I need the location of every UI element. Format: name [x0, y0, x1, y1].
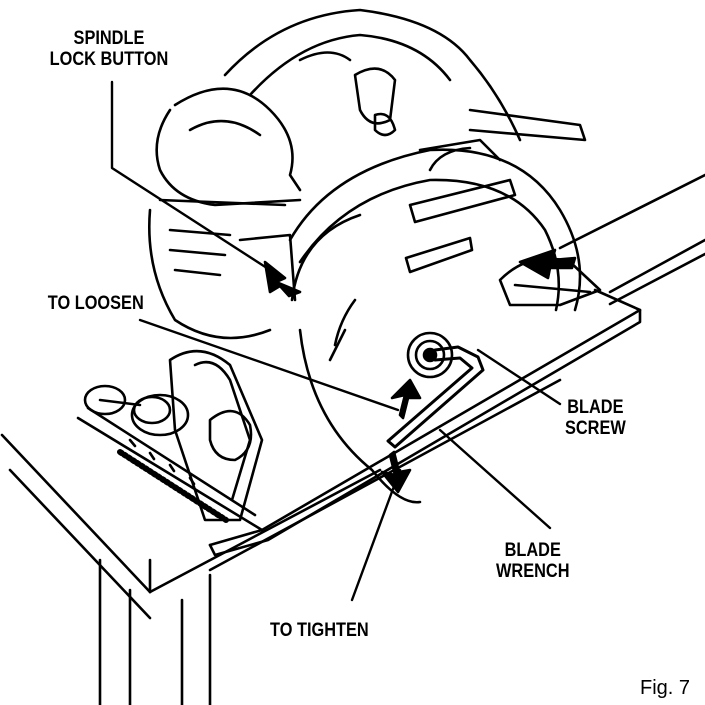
bevel-bracket: [83, 349, 264, 522]
blade-wrench: [386, 345, 485, 449]
spindle-arrow-icon: [263, 260, 302, 298]
spindle-lock-label-line2: LOCK BUTTON: [49, 49, 169, 70]
blade-wrench-label-line1: BLADE: [504, 540, 561, 561]
leader-lines: [110, 80, 562, 602]
loosen-arrow-icon: [390, 378, 422, 420]
spindle-lock-label: SPINDLE LOCK BUTTON: [50, 28, 169, 70]
blade-screw-label-line1: BLADE: [567, 397, 624, 418]
to-tighten-label: TO TIGHTEN: [270, 620, 369, 641]
blade-wrench-label-line2: WRENCH: [495, 561, 570, 582]
blade-screw: [406, 331, 454, 379]
tighten-arrow-icon: [380, 450, 412, 494]
blade-screw-label-line2: SCREW: [564, 418, 626, 439]
guard-lever-arrow-icon: [518, 248, 577, 280]
spindle-lock-label-line1: SPINDLE: [73, 28, 145, 49]
upper-blade-guard: [288, 148, 602, 312]
saw-base-plate: [76, 288, 642, 557]
to-loosen-label: TO LOOSEN: [47, 293, 144, 314]
blade-wrench-label: BLADE WRENCH: [496, 540, 570, 582]
saw-blade: [290, 213, 422, 504]
saw-body: [148, 8, 587, 340]
figure-number: Fig. 7: [640, 677, 691, 699]
blade-screw-label: BLADE SCREW: [565, 397, 626, 439]
